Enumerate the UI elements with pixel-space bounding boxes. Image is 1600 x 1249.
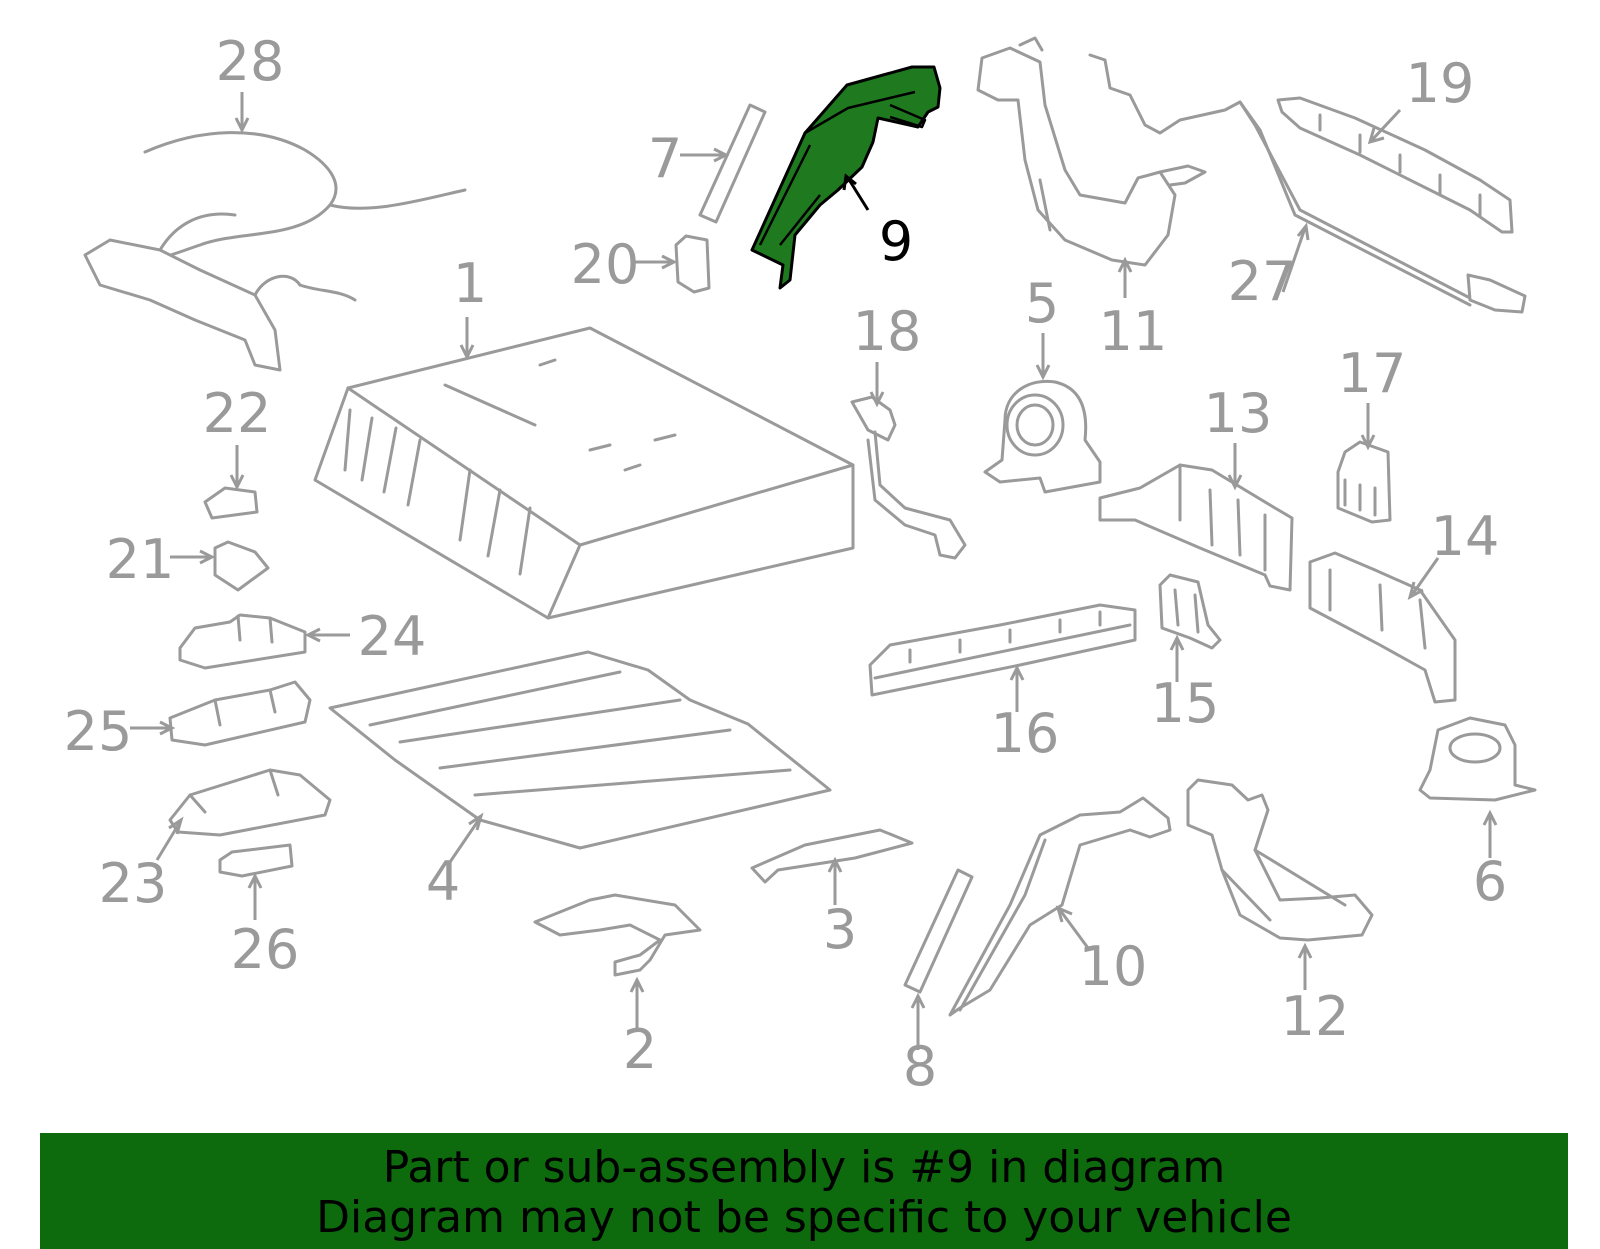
callout-4: 4: [426, 850, 460, 913]
part-27-cable: [1088, 53, 1527, 314]
part-16-rail: [868, 603, 1137, 697]
callout-9-highlighted: 9: [879, 210, 913, 273]
part-6-blower: [1418, 716, 1537, 802]
part-14-bracket: [1308, 551, 1457, 704]
callout-6: 6: [1473, 850, 1507, 913]
callout-24: 24: [358, 605, 427, 668]
part-2-bracket: [533, 893, 702, 977]
callout-2: 2: [623, 1018, 657, 1081]
callout-20: 20: [571, 233, 640, 296]
callout-7: 7: [648, 127, 682, 190]
banner-line-1: Part or sub-assembly is #9 in diagram: [382, 1142, 1226, 1193]
part-12-duct: [1186, 778, 1374, 942]
part-13-bracket: [1098, 463, 1294, 592]
callout-13: 13: [1204, 382, 1273, 445]
callout-28: 28: [216, 30, 285, 93]
callout-22: 22: [203, 382, 272, 445]
leader-lines: [130, 92, 1498, 1050]
part-3-bracket: [750, 828, 914, 884]
part-11-duct: [976, 36, 1207, 267]
callout-19: 19: [1406, 52, 1475, 115]
callout-27: 27: [1228, 250, 1297, 313]
callout-16: 16: [991, 702, 1060, 765]
info-banner: Part or sub-assembly is #9 in diagram Di…: [40, 1133, 1568, 1249]
part-7-strip: [698, 103, 767, 224]
callout-17: 17: [1338, 342, 1407, 405]
part-28-wire-harness: [83, 131, 467, 372]
part-5-blower: [983, 379, 1102, 494]
callout-12: 12: [1281, 985, 1350, 1048]
part-25: [168, 680, 312, 747]
part-17-bracket: [1336, 440, 1392, 524]
banner-line-2: Diagram may not be specific to your vehi…: [316, 1192, 1292, 1243]
part-8-strip: [903, 868, 974, 994]
part-18-pipe: [850, 395, 967, 560]
part-15-bracket: [1158, 573, 1222, 650]
callout-8: 8: [903, 1035, 937, 1098]
part-20: [674, 234, 711, 294]
callout-11: 11: [1099, 300, 1168, 363]
part-24: [178, 613, 307, 670]
callout-5: 5: [1025, 272, 1059, 335]
part-19-rail: [1276, 96, 1514, 234]
callout-10: 10: [1079, 935, 1148, 998]
part-26: [218, 843, 294, 878]
callout-18: 18: [853, 300, 922, 363]
callout-26: 26: [231, 918, 300, 981]
callout-3: 3: [823, 898, 857, 961]
part-23: [168, 768, 332, 837]
part-10-duct: [948, 796, 1172, 1017]
callout-25: 25: [64, 700, 133, 763]
part-22: [203, 486, 259, 520]
callout-15: 15: [1151, 672, 1220, 735]
part-4-tray: [328, 650, 832, 850]
callout-labels: 28 1 7 20 9 11 27 19 18 5 13 17 14 22 21…: [64, 30, 1508, 1098]
callout-14: 14: [1431, 505, 1500, 568]
part-21: [213, 540, 270, 592]
callout-1: 1: [453, 252, 487, 315]
callout-21: 21: [106, 528, 175, 591]
callout-23: 23: [99, 852, 168, 915]
part-1-battery-cover: [313, 326, 855, 620]
